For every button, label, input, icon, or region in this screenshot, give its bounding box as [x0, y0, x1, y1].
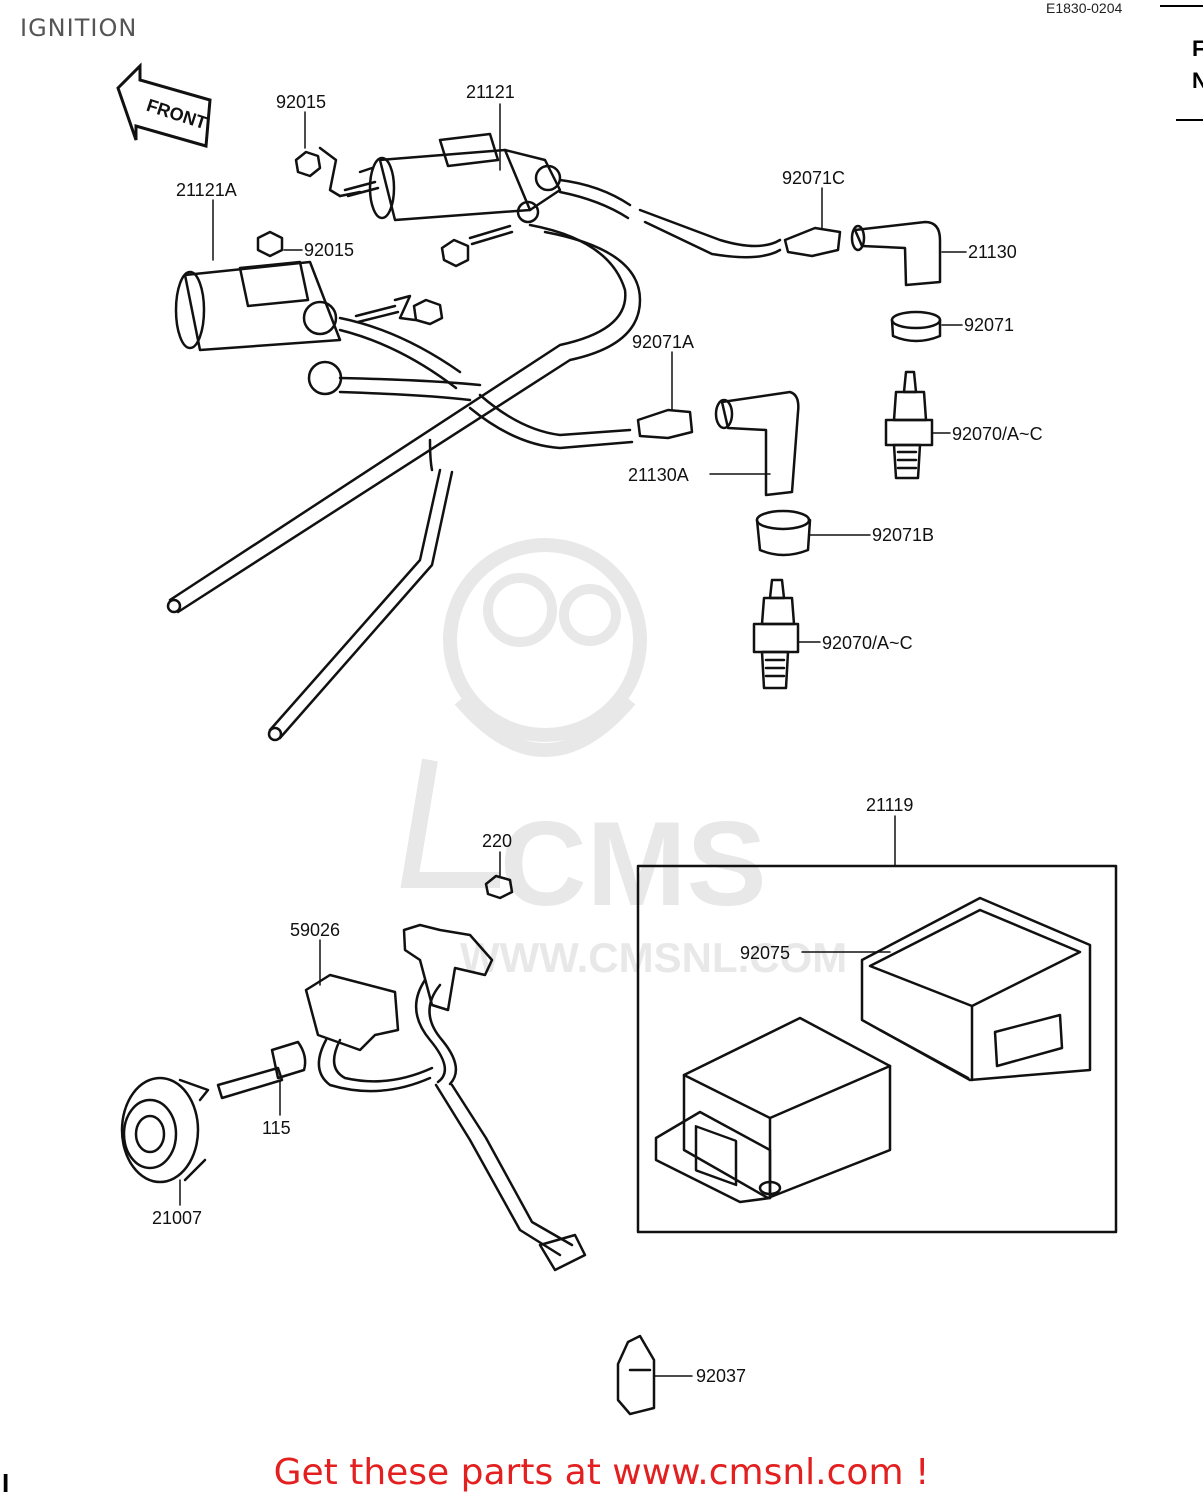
part-label-92015: 92015	[304, 240, 354, 260]
part-label-92071b: 92071B	[872, 525, 934, 545]
part-label-92070: 92070/A~C	[822, 633, 913, 653]
ignition-coil-21121	[338, 132, 782, 259]
clamp-92037	[616, 1334, 656, 1416]
front-arrow: FRONT	[116, 62, 212, 148]
watermark-brand: CMS	[500, 797, 767, 931]
part-label-92075: 92075	[740, 943, 790, 963]
part-label-59026: 59026	[290, 920, 340, 940]
screw-220	[484, 874, 514, 900]
seal-92071b	[755, 509, 812, 557]
ic-igniter-box-21119	[636, 864, 1118, 1234]
part-label-220: 220	[482, 831, 512, 851]
watermark-url: WWW.CMSNL.COM	[460, 934, 847, 981]
igniter-unit	[654, 1016, 892, 1204]
page-title: IGNITION	[20, 14, 138, 42]
edge-mark-i: I	[2, 1468, 10, 1498]
part-label-21121a: 21121A	[176, 180, 237, 200]
part-label-115: 115	[262, 1118, 291, 1138]
footer-cta-link[interactable]: Get these parts at www.cmsnl.com !	[273, 1452, 930, 1493]
part-label-92037: 92037	[696, 1366, 746, 1386]
part-label-21007: 21007	[152, 1208, 202, 1228]
cms-watermark: CMS WWW.CMSNL.COM	[400, 538, 847, 981]
spark-plug-right	[884, 370, 934, 480]
plug-cap-21130	[783, 220, 942, 287]
part-labels: 92015 21121 21121A 92015 92071C 21130 92…	[152, 82, 1043, 1386]
edge-mark-f: F	[1192, 36, 1203, 61]
pickup-coil-59026	[304, 923, 587, 1272]
part-label-92015: 92015	[276, 92, 326, 112]
part-label-21119: 21119	[866, 795, 913, 815]
mounting-hardware	[256, 146, 514, 326]
edge-mark-n: N	[1192, 68, 1203, 93]
cover-92075	[860, 896, 1092, 1082]
spark-plug-middle	[752, 578, 800, 690]
leader-lines	[179, 103, 967, 1377]
part-label-92071a: 92071A	[632, 332, 694, 352]
ignition-coil-21121a	[174, 260, 482, 402]
part-label-21121: 21121	[466, 82, 515, 102]
part-label-92071c: 92071C	[782, 168, 845, 188]
part-label-21130: 21130	[968, 242, 1017, 262]
part-label-92070: 92070/A~C	[952, 424, 1043, 444]
timing-rotor-21007	[120, 1076, 210, 1184]
seal-92071	[890, 310, 942, 343]
part-label-21130a: 21130A	[628, 465, 689, 485]
part-label-92071: 92071	[964, 315, 1014, 335]
bolt-115	[216, 1040, 307, 1100]
diagram-code: E1830-0204	[1046, 0, 1123, 16]
high-tension-leads	[166, 223, 642, 742]
